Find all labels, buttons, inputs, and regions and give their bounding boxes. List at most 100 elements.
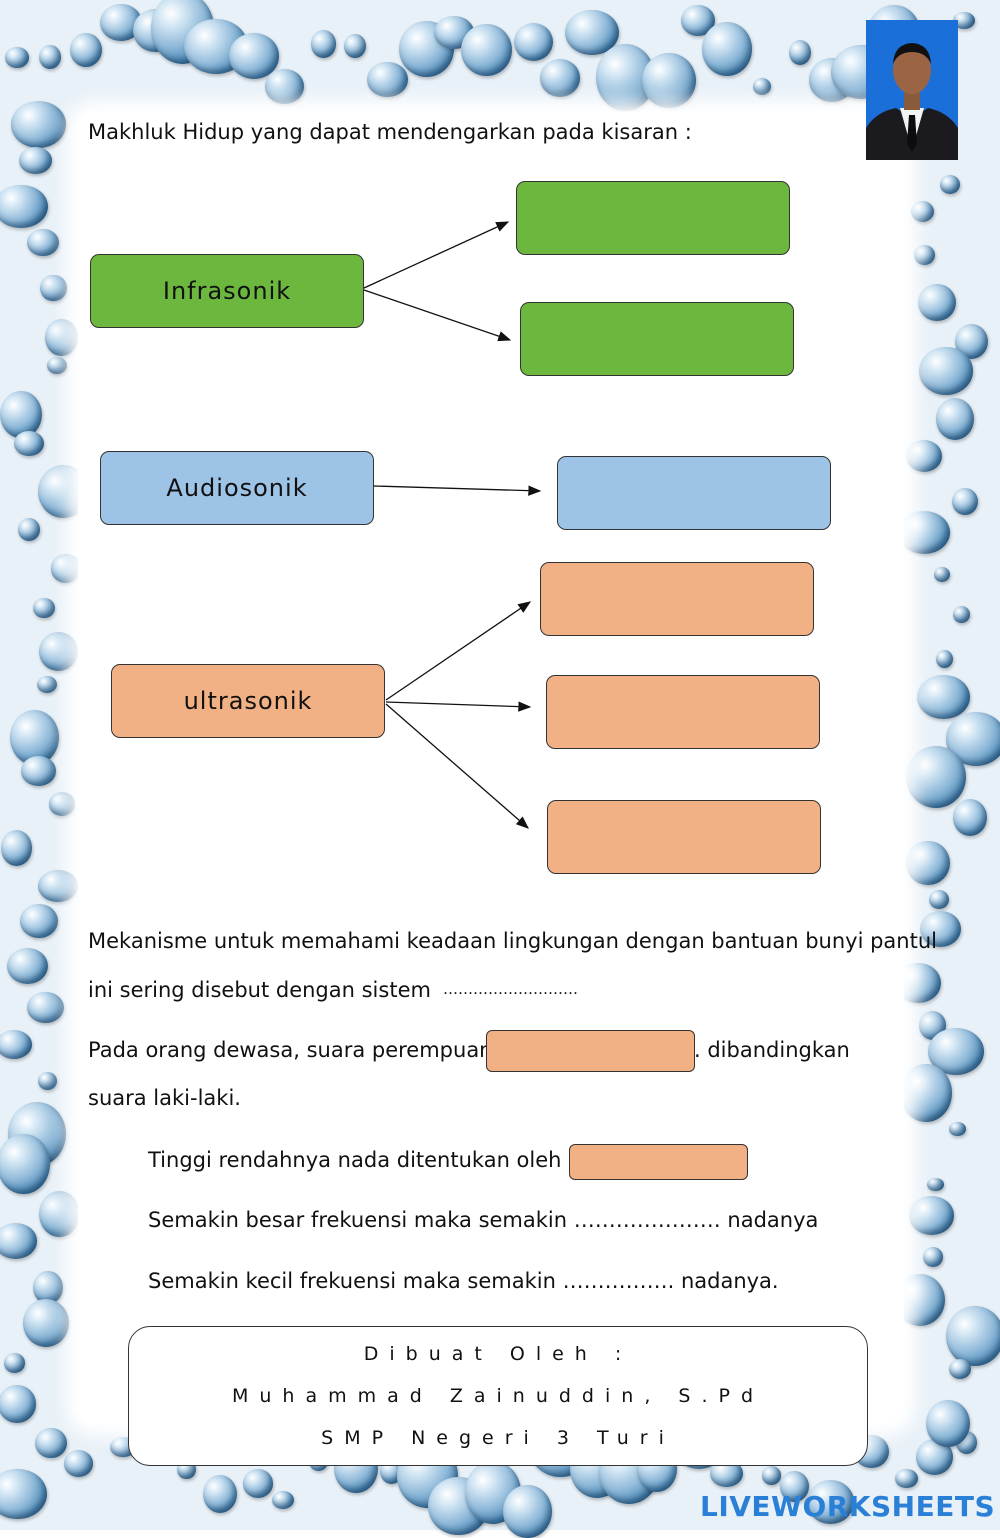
water-drop xyxy=(70,32,103,67)
water-drop xyxy=(752,77,771,95)
credit-author: Muhammad Zainuddin, S.Pd xyxy=(231,1385,765,1407)
water-drop xyxy=(242,1469,274,1498)
water-drop xyxy=(0,184,48,229)
water-drop xyxy=(264,69,305,105)
water-drop xyxy=(906,746,966,809)
water-drop xyxy=(40,274,67,302)
question-2-line-2: suara laki-laki. xyxy=(88,1086,241,1110)
water-drop xyxy=(47,356,68,374)
question-2-before: Pada orang dewasa, suara perempuan xyxy=(88,1038,493,1062)
water-drop xyxy=(933,566,950,582)
question-1-blank[interactable]: ……………………… xyxy=(443,980,578,998)
water-drop xyxy=(20,756,56,786)
water-drop xyxy=(564,9,619,56)
water-drop xyxy=(911,200,935,222)
water-drop xyxy=(13,430,44,457)
credit-school: SMP Negeri 3 Turi xyxy=(321,1427,675,1449)
water-drop xyxy=(928,889,949,910)
question-1-line-2: ini sering disebut dengan sistem xyxy=(88,978,431,1002)
infrasonik-box: Infrasonik xyxy=(90,254,364,328)
arrow-connectors xyxy=(363,221,542,829)
arrow-ultra-2 xyxy=(385,701,532,712)
water-drop xyxy=(0,1223,37,1259)
ultrasonik-label: ultrasonik xyxy=(183,687,313,715)
water-drop xyxy=(922,1247,944,1268)
water-drop xyxy=(344,33,366,59)
question-4: Semakin besar frekuensi maka semakin ………… xyxy=(148,1208,819,1232)
water-drop xyxy=(701,22,753,76)
water-drop xyxy=(0,1385,36,1423)
water-drop xyxy=(203,1474,238,1514)
water-drop xyxy=(39,632,79,671)
water-drop xyxy=(895,1468,918,1488)
water-drop xyxy=(4,1353,26,1373)
water-drop xyxy=(789,39,812,66)
water-drop xyxy=(540,58,580,97)
water-drop xyxy=(37,676,57,694)
water-drop xyxy=(39,44,62,69)
water-drop xyxy=(38,869,78,903)
water-drop xyxy=(20,903,58,938)
water-drop xyxy=(906,840,950,885)
answer-question-3[interactable] xyxy=(569,1144,748,1180)
water-drop xyxy=(900,1064,952,1122)
water-drop xyxy=(10,101,67,148)
water-drop xyxy=(949,1359,972,1380)
question-3: Tinggi rendahnya nada ditentukan oleh xyxy=(148,1148,562,1172)
answer-ultrasonik-2[interactable] xyxy=(546,675,820,749)
water-drop xyxy=(898,511,951,555)
water-drop xyxy=(0,1029,33,1059)
water-drop xyxy=(0,390,43,439)
water-drop xyxy=(642,53,696,109)
credit-box: Dibuat Oleh : Muhammad Zainuddin, S.Pd S… xyxy=(128,1326,868,1466)
ultrasonik-box: ultrasonik xyxy=(111,664,385,738)
water-drop xyxy=(33,598,55,619)
arrow-audio-1 xyxy=(373,485,542,496)
answer-infrasonik-1[interactable] xyxy=(516,181,790,255)
water-drop xyxy=(927,1177,944,1192)
water-drop xyxy=(806,1480,854,1525)
water-drop xyxy=(952,606,971,624)
audiosonik-box: Audiosonik xyxy=(100,451,374,525)
audiosonik-label: Audiosonik xyxy=(166,474,308,502)
arrow-infra-2 xyxy=(363,289,512,342)
water-drop xyxy=(45,318,79,356)
water-drop xyxy=(917,284,956,322)
water-drop xyxy=(920,910,962,948)
water-drop xyxy=(945,1305,1000,1366)
water-drop xyxy=(23,1299,70,1348)
water-drop xyxy=(228,33,279,79)
water-drop xyxy=(919,347,973,395)
answer-ultrasonik-1[interactable] xyxy=(540,562,814,636)
water-drop xyxy=(39,1191,81,1238)
author-photo xyxy=(866,20,958,160)
water-drop xyxy=(35,1427,67,1459)
water-drop xyxy=(936,650,953,669)
answer-question-2[interactable] xyxy=(486,1030,695,1072)
infrasonik-label: Infrasonik xyxy=(162,277,292,305)
water-drop xyxy=(917,674,971,719)
water-drop xyxy=(272,1490,295,1509)
water-drop xyxy=(952,799,988,837)
answer-ultrasonik-3[interactable] xyxy=(547,800,821,874)
water-drop xyxy=(27,228,59,257)
water-drop xyxy=(953,11,976,30)
liveworksheets-logo: LIVEWORKSHEETS xyxy=(700,1490,996,1523)
water-drop xyxy=(26,991,65,1024)
answer-infrasonik-2[interactable] xyxy=(520,302,794,376)
water-drop xyxy=(461,23,512,76)
water-drop xyxy=(50,554,82,583)
water-drop xyxy=(33,1271,63,1305)
question-1-line-1: Mekanisme untuk memahami keadaan lingkun… xyxy=(88,929,937,953)
water-drop xyxy=(0,1468,47,1519)
arrow-ultra-3 xyxy=(385,703,529,829)
water-drop xyxy=(48,792,76,816)
water-drop xyxy=(939,174,960,194)
water-drop xyxy=(914,244,936,265)
answer-audiosonik-1[interactable] xyxy=(557,456,831,530)
water-drop xyxy=(926,1400,971,1448)
credit-title: Dibuat Oleh : xyxy=(363,1343,633,1365)
arrow-infra-1 xyxy=(363,221,510,289)
water-drop xyxy=(779,1471,810,1503)
water-drop xyxy=(513,23,553,62)
